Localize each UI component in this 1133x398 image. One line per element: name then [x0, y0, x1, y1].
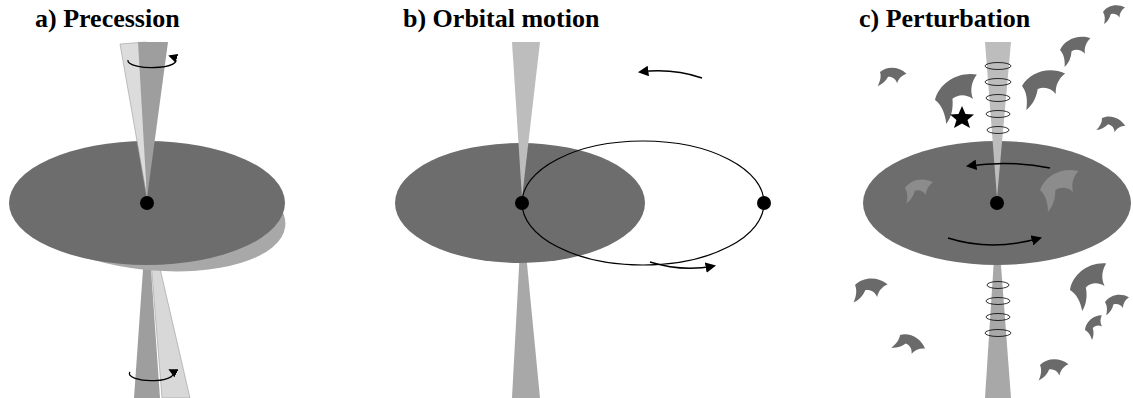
- jet-upper: [985, 42, 1011, 198]
- star: [950, 106, 974, 128]
- central-object: [515, 196, 529, 210]
- precession-figure: [9, 42, 292, 398]
- orbit-arrow: [640, 71, 702, 78]
- central-object: [140, 196, 154, 210]
- orbital-figure: [395, 42, 771, 398]
- disc-rotation-arrow: [968, 163, 1050, 168]
- panel-title: a) Precession: [32, 4, 183, 34]
- rotation-arrow: [129, 370, 173, 381]
- central-object: [990, 196, 1004, 210]
- jet-helix: [985, 63, 1011, 337]
- rotation-arrow: [128, 56, 176, 68]
- disc-clumps: [905, 167, 1087, 213]
- gas-clumps: [852, 5, 1129, 385]
- orbit: [522, 141, 764, 265]
- companion-object: [757, 196, 771, 210]
- orbit-arrow: [650, 262, 714, 268]
- disc-rotation-arrow: [948, 238, 1040, 245]
- jet-upper: [138, 42, 168, 198]
- panel-title: c) Perturbation: [856, 4, 1033, 34]
- panel-title: b) Orbital motion: [400, 4, 602, 34]
- perturbation-figure: [852, 5, 1131, 398]
